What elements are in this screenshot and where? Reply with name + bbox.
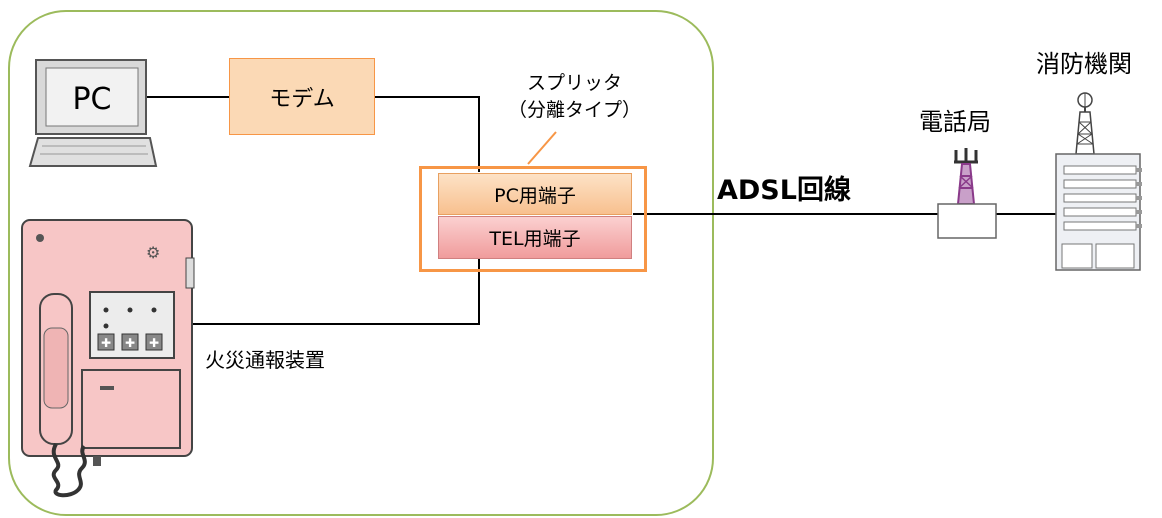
fire-alarm-device-label: 火災通報装置 bbox=[205, 348, 325, 372]
adsl-line-label: ADSL回線 bbox=[717, 175, 851, 206]
svg-text:✚: ✚ bbox=[125, 336, 135, 350]
splitter-callout-line bbox=[527, 131, 557, 165]
fire-alarm-device-icon: ⚙ ✚ ✚ ✚ bbox=[21, 219, 195, 498]
modem-box: モデム bbox=[229, 58, 375, 135]
telephone-office-label: 電話局 bbox=[919, 108, 991, 136]
pc-port: PC用端子 bbox=[438, 173, 632, 215]
fire-department-building-icon bbox=[1055, 92, 1142, 271]
laptop-icon bbox=[28, 59, 158, 167]
fire-department-label: 消防機関 bbox=[1036, 50, 1132, 78]
splitter-title-line1: スプリッタ bbox=[527, 72, 623, 94]
svg-text:✚: ✚ bbox=[149, 336, 159, 350]
premises-boundary bbox=[8, 10, 714, 516]
telephone-office-tower-icon bbox=[937, 148, 997, 239]
splitter-device-line bbox=[188, 259, 480, 325]
pc-label: PC bbox=[72, 81, 112, 117]
tel-port: TEL用端子 bbox=[438, 216, 632, 259]
splitter-frame bbox=[419, 166, 647, 272]
svg-text:⚙: ⚙ bbox=[146, 243, 160, 262]
svg-text:✚: ✚ bbox=[101, 336, 111, 350]
modem-splitter-line bbox=[374, 96, 480, 172]
splitter-title-line2: （分離タイプ） bbox=[508, 99, 642, 121]
